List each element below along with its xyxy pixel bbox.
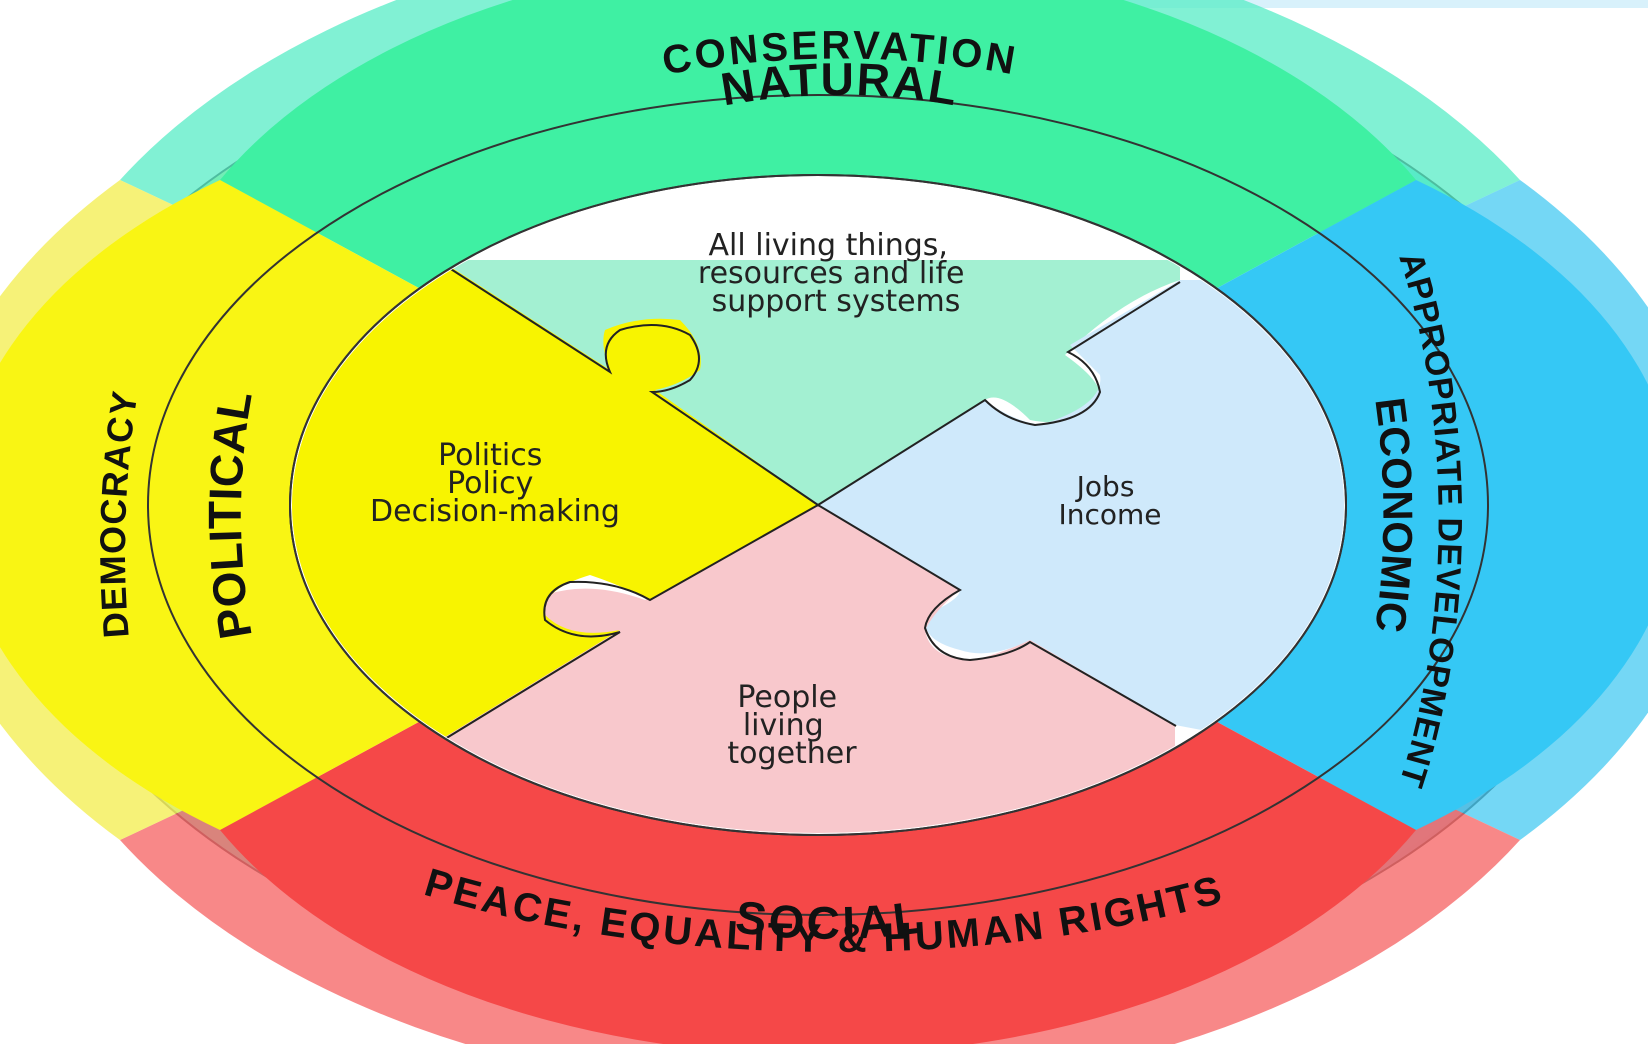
natural-piece-text: All living things, resources and life su… [698,228,974,319]
piece-political [292,260,818,740]
label-economic: ECONOMIC [1366,395,1421,635]
piece-natural [440,260,1180,505]
political-piece-text: Politics Policy Decision-making [370,438,620,529]
piece-economic [818,280,1344,760]
label-social: SOCIAL [733,890,927,949]
economic-piece-text: Jobs Income [1058,470,1161,531]
social-piece-text: People living together [727,680,857,771]
puzzle [289,174,1347,836]
piece-social [440,505,1175,833]
